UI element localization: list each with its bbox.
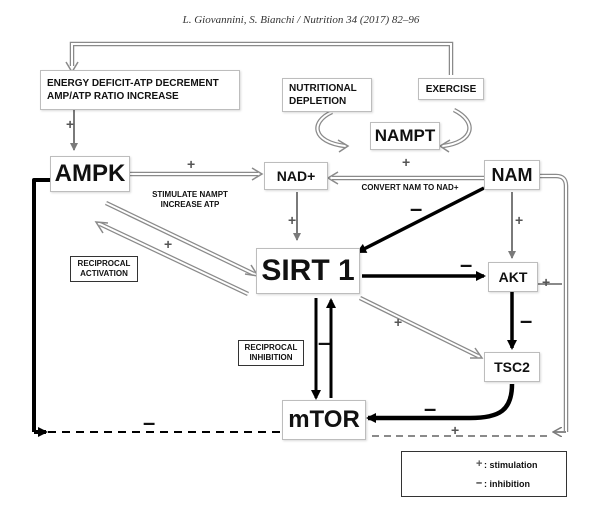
plus-reciprocal-activation: + xyxy=(164,236,173,252)
minus-nam-sirt1: – xyxy=(410,196,423,221)
nad-box: NAD+ xyxy=(264,162,328,190)
nampt-box: NAMPT xyxy=(370,122,440,150)
legend-box: + : stimulation – : inhibition xyxy=(401,451,567,497)
exercise-box: EXERCISE xyxy=(418,78,484,100)
journal-header: L. Giovannini, S. Bianchi / Nutrition 34… xyxy=(182,14,420,26)
sirt1-box: SIRT 1 xyxy=(256,248,360,294)
minus-sirt1-akt: – xyxy=(460,252,473,277)
legend-inhibition-label: : inhibition xyxy=(484,479,530,489)
minus-ampk-mtor: – xyxy=(143,410,156,435)
convert-nam-label: CONVERT NAM TO NAD+ xyxy=(361,183,459,192)
energy-deficit-box: ENERGY DEFICIT-ATP DECREMENT AMP/ATP RAT… xyxy=(40,70,240,110)
ampk-box: AMPK xyxy=(50,156,130,192)
reciprocal-inhibition-box: RECIPROCAL INHIBITION xyxy=(238,340,304,366)
plus-sirt1-tsc2: + xyxy=(394,314,403,330)
tsc2-box: TSC2 xyxy=(484,352,540,382)
plus-nam-nad: + xyxy=(402,154,411,170)
legend-stimulation-label: : stimulation xyxy=(484,460,538,470)
minus-reciprocal-inhibition: – xyxy=(318,330,331,355)
plus-energy-ampk: + xyxy=(66,116,75,132)
akt-box: AKT xyxy=(488,262,538,292)
plus-nad-sirt1: + xyxy=(288,212,297,228)
plus-ampk-nad: + xyxy=(187,156,196,172)
plus-akt-side: + xyxy=(542,274,551,290)
reciprocal-activation-box: RECIPROCAL ACTIVATION xyxy=(70,256,138,282)
plus-nam-akt: + xyxy=(515,212,524,228)
mtor-box: mTOR xyxy=(282,400,366,440)
plus-nam-mtor: + xyxy=(451,422,460,438)
minus-tsc2-mtor: – xyxy=(424,396,437,421)
nutritional-depletion-box: NUTRITIONAL DEPLETION xyxy=(282,78,372,112)
nam-box: NAM xyxy=(484,160,540,190)
reciprocal-activation-arrows xyxy=(94,200,260,297)
minus-akt-tsc2: – xyxy=(520,308,533,333)
legend-plus: + xyxy=(476,458,483,470)
legend-minus: – xyxy=(476,477,483,489)
stimulate-nampt-label: STIMULATE NAMPT INCREASE ATP xyxy=(152,190,228,209)
